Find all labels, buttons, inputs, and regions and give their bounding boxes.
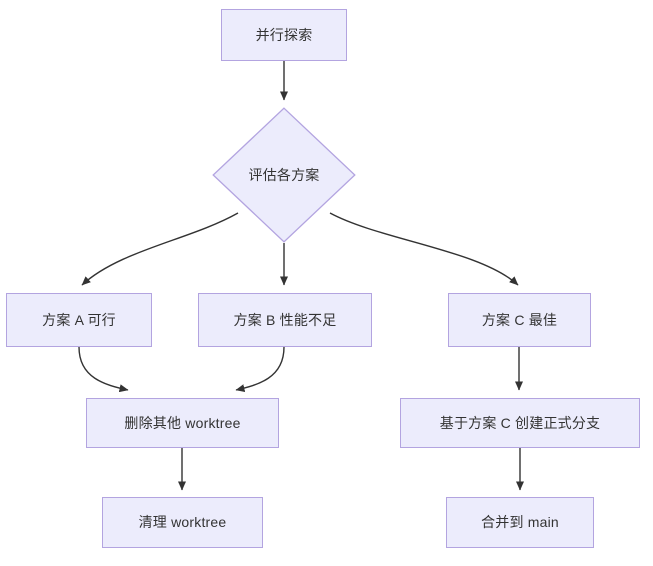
node-create-branch-label: 基于方案 C 创建正式分支 [439,414,601,431]
edge-decision-to-option-a [81,212,239,286]
node-option-a[interactable]: 方案 A 可行 [6,293,152,347]
node-cleanup-label: 清理 worktree [138,514,227,531]
node-decision[interactable]: 评估各方案 [212,107,356,243]
node-merge-main[interactable]: 合并到 main [446,497,594,548]
node-cleanup[interactable]: 清理 worktree [102,497,263,548]
node-remove-trees[interactable]: 删除其他 worktree [86,398,279,448]
diamond-shape [212,107,356,243]
node-start-label: 并行探索 [255,26,313,43]
node-create-branch[interactable]: 基于方案 C 创建正式分支 [400,398,640,448]
edge-decision-to-option-c [329,212,519,286]
node-option-b-label: 方案 B 性能不足 [233,311,337,328]
node-merge-main-label: 合并到 main [481,514,559,531]
node-option-b[interactable]: 方案 B 性能不足 [198,293,372,347]
edge-option-b-to-remove-trees [235,346,285,393]
edge-option-a-to-remove-trees [78,346,129,393]
node-start[interactable]: 并行探索 [221,9,347,61]
node-option-a-label: 方案 A 可行 [42,311,116,328]
node-option-c[interactable]: 方案 C 最佳 [448,293,591,347]
node-remove-trees-label: 删除其他 worktree [124,414,241,431]
node-option-c-label: 方案 C 最佳 [481,311,558,328]
